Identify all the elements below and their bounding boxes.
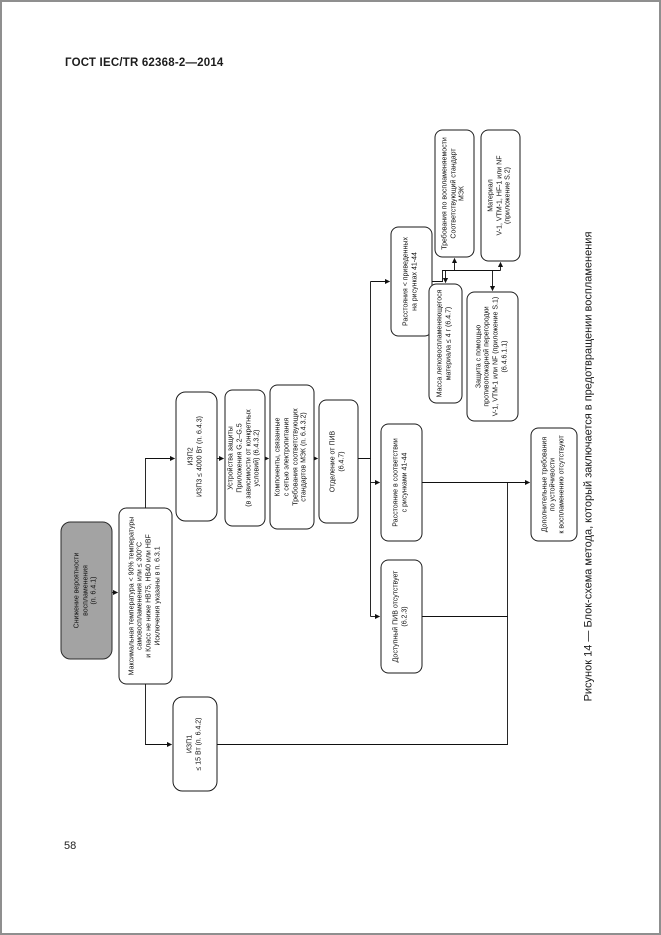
node-max-temperature: Максимальная температура < 90% температу… xyxy=(118,507,173,685)
document-header: ГОСТ IEC/TR 62368-2—2014 xyxy=(65,57,224,69)
page-number: 58 xyxy=(64,840,77,852)
figure-caption: Рисунок 14 — Блок-схема метода, который … xyxy=(582,231,595,702)
node-separation-from-piv: Отделение от ПИВ(6.4.7) xyxy=(318,399,359,524)
node-accessible-piv-absent: Доступный ПИВ отсутствует(6.2.3) xyxy=(380,559,423,674)
node-izp1: ИЗП1≤ 15 Вт (п. 6.4.2) xyxy=(172,696,218,792)
